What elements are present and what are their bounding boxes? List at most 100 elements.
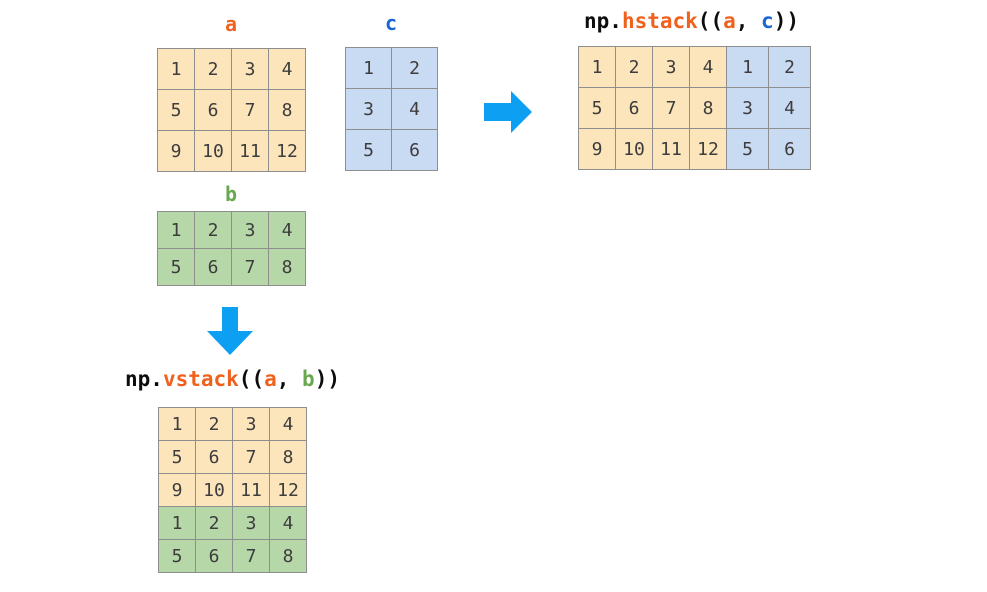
matrix-b-label: b (224, 182, 238, 206)
matrix-cell: 3 (232, 407, 270, 441)
matrix-cell: 1 (726, 46, 769, 88)
matrix-cell: 3 (231, 48, 269, 90)
code-token: , (735, 9, 762, 33)
matrix-cell: 10 (195, 473, 233, 507)
matrix-a-label: a (224, 12, 238, 36)
vstack-code-label: np.vstack((a, b)) (125, 366, 340, 392)
matrix-cell: 2 (195, 506, 233, 540)
matrix-cell: 12 (268, 130, 306, 172)
matrix-cell: 10 (615, 128, 653, 170)
arrow-head (207, 331, 253, 355)
matrix-cell: 11 (652, 128, 690, 170)
matrix-cell: 4 (768, 87, 811, 129)
matrix-cell: 6 (195, 440, 233, 474)
code-token-a: a (723, 9, 736, 33)
matrix-cell: 8 (268, 248, 306, 286)
matrix-cell: 1 (157, 48, 195, 90)
matrix-cell: 8 (689, 87, 727, 129)
matrix-cell: 7 (232, 440, 270, 474)
matrix-cell: 3 (232, 506, 270, 540)
code-token: (( (238, 367, 265, 391)
matrix-cell: 1 (158, 506, 196, 540)
matrix-cell: 3 (652, 46, 690, 88)
matrix-cell: 6 (195, 539, 233, 573)
matrix-cell: 2 (195, 407, 233, 441)
matrix-cell: 5 (345, 129, 392, 171)
arrow-shaft (484, 103, 512, 121)
matrix-cell: 3 (345, 88, 392, 130)
matrix-cell: 5 (726, 128, 769, 170)
matrix-cell: 1 (157, 211, 195, 249)
matrix-cell: 4 (391, 88, 438, 130)
matrix-cell: 5 (158, 440, 196, 474)
arrow-head (511, 91, 532, 133)
matrix-cell: 4 (268, 48, 306, 90)
matrix-cell: 5 (578, 87, 616, 129)
matrix-cell: 1 (158, 407, 196, 441)
matrix-cell: 1 (578, 46, 616, 88)
matrix-cell: 1 (345, 47, 392, 89)
matrix-cell: 4 (269, 407, 307, 441)
matrix-cell: 5 (157, 89, 195, 131)
matrix-cell: 6 (194, 248, 232, 286)
matrix-cell: 7 (232, 539, 270, 573)
code-token: , (276, 367, 303, 391)
matrix-cell: 6 (768, 128, 811, 170)
matrix-c-label: c (384, 11, 398, 35)
matrix-cell: 8 (269, 539, 307, 573)
matrix-cell: 2 (768, 46, 811, 88)
hstack-arrow-icon (484, 91, 532, 133)
matrix-cell: 11 (232, 473, 270, 507)
matrix-cell: 5 (158, 539, 196, 573)
arrow-shaft (222, 307, 238, 332)
matrix-cell: 6 (391, 129, 438, 171)
matrix-cell: 10 (194, 130, 232, 172)
code-token-a: a (264, 367, 277, 391)
matrix-cell: 9 (578, 128, 616, 170)
code-token: (( (697, 9, 724, 33)
matrix-cell: 7 (652, 87, 690, 129)
matrix-cell: 7 (231, 248, 269, 286)
matrix-cell: 3 (726, 87, 769, 129)
code-token: )) (314, 367, 340, 391)
hstack-code-label: np.hstack((a, c)) (584, 8, 799, 34)
matrix-cell: 6 (615, 87, 653, 129)
matrix-cell: 8 (269, 440, 307, 474)
code-token-vstack: vstack (162, 367, 239, 391)
matrix-cell: 4 (269, 506, 307, 540)
matrix-cell: 9 (158, 473, 196, 507)
code-token-hstack: hstack (621, 9, 698, 33)
matrix-cell: 12 (689, 128, 727, 170)
matrix-cell: 9 (157, 130, 195, 172)
matrix-cell: 11 (231, 130, 269, 172)
matrix-cell: 2 (194, 211, 232, 249)
matrix-cell: 4 (689, 46, 727, 88)
matrix-cell: 2 (615, 46, 653, 88)
matrix-cell: 8 (268, 89, 306, 131)
code-token: np. (584, 9, 622, 33)
vstack-arrow-icon (207, 307, 253, 355)
matrix-cell: 4 (268, 211, 306, 249)
